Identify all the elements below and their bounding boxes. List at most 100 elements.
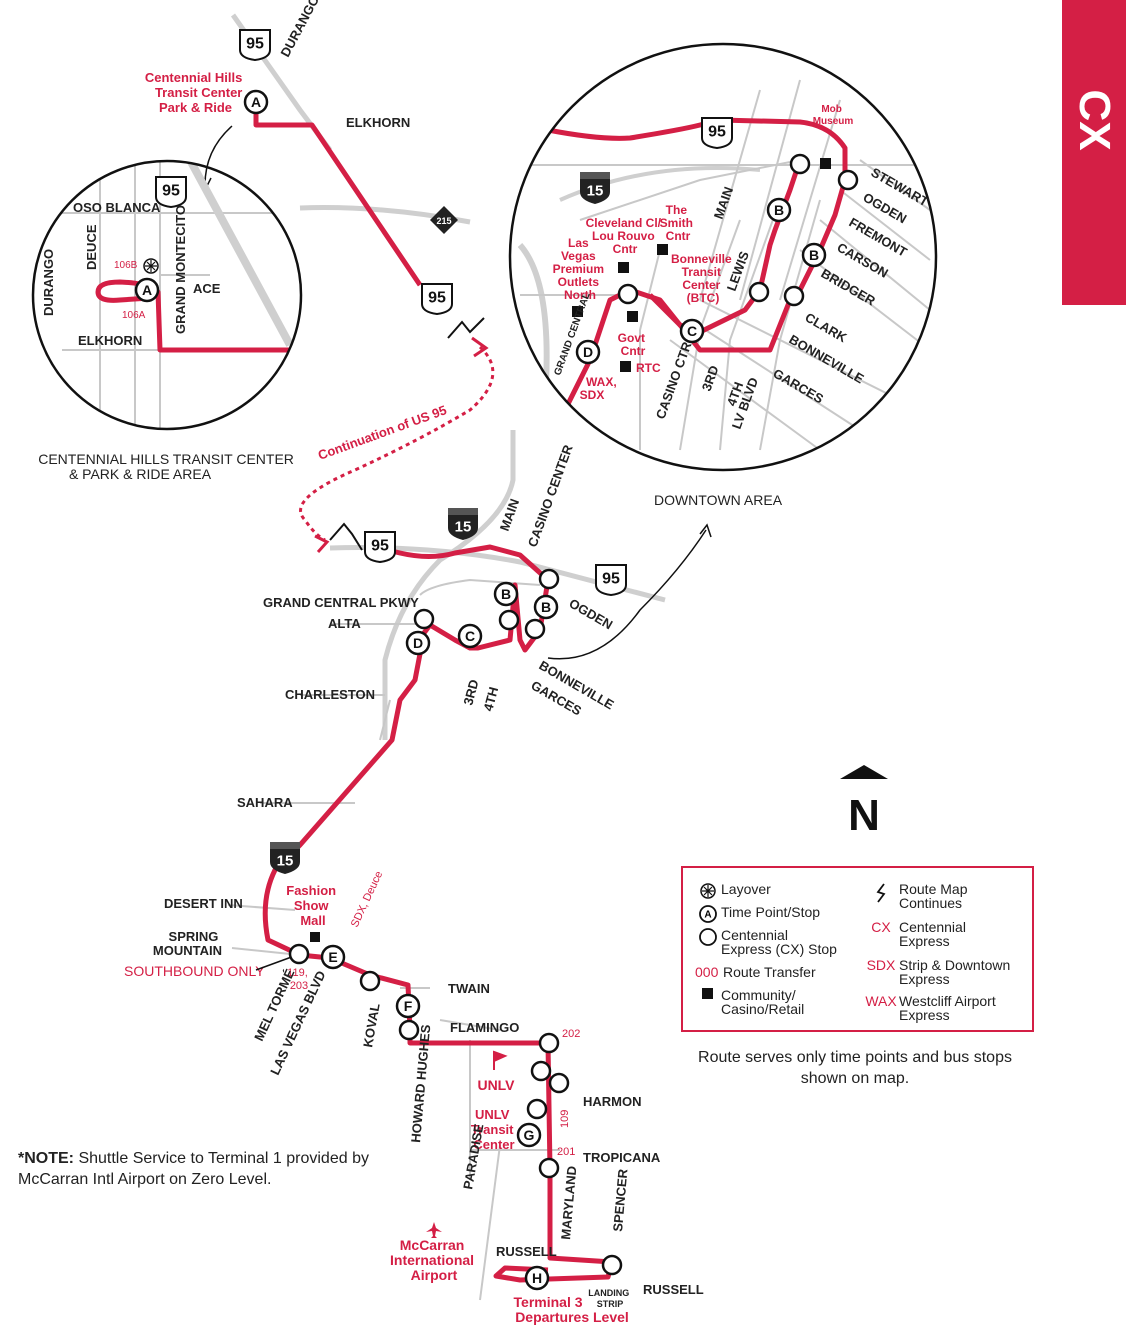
i15-shield-icon: 15 xyxy=(448,508,478,540)
community-marker-icon xyxy=(572,306,583,317)
street-label-elkhorn: ELKHORN xyxy=(78,333,142,348)
cx-stop xyxy=(601,1254,623,1276)
community-marker-icon xyxy=(657,244,668,255)
svg-text:C: C xyxy=(687,323,697,339)
legend-continues: Route Map Continues xyxy=(863,882,967,910)
route-code: CX xyxy=(1070,89,1119,151)
time-point-c: C xyxy=(679,318,705,344)
svg-text:D: D xyxy=(583,344,593,360)
time-point-b: B xyxy=(533,594,559,620)
i15-shield-icon: 15 xyxy=(580,172,610,204)
street-label-grand-central-pkwy: GRAND CENTRAL PKWY xyxy=(263,595,419,610)
cx-stop xyxy=(538,1157,560,1179)
svg-text:D: D xyxy=(413,635,423,651)
street-label-grand-montecito: GRAND MONTECITO xyxy=(173,205,188,334)
cx-stop xyxy=(538,1032,560,1054)
legend-route-transfer: 000 Route Transfer xyxy=(695,964,816,980)
time-point-b: B xyxy=(493,581,519,607)
svg-text:95: 95 xyxy=(371,538,389,555)
svg-text:A: A xyxy=(142,282,152,298)
north-arrow-icon: N xyxy=(840,765,888,840)
cx-stop xyxy=(538,568,560,590)
cx-stop xyxy=(498,609,520,631)
street-label-sahara: SAHARA xyxy=(237,795,293,810)
svg-text:B: B xyxy=(809,247,819,263)
legend: Layover A Time Point/Stop Centennial Exp… xyxy=(681,866,1034,1032)
shuttle-note: *NOTE: Shuttle Service to Terminal 1 pro… xyxy=(18,1148,418,1190)
airport-icon xyxy=(426,1222,442,1238)
svg-text:H: H xyxy=(532,1270,542,1286)
transfer-119-203: 119, 203 xyxy=(287,967,311,992)
time-point-c: C xyxy=(457,623,483,649)
shuttle-note-label: *NOTE: xyxy=(18,1150,74,1167)
place-wax-sdx: WAX, SDX xyxy=(580,375,620,402)
cx-stop xyxy=(837,169,859,191)
street-label-durango: DURANGO xyxy=(41,249,56,316)
street-label-tropicana: TROPICANA xyxy=(583,1150,661,1165)
cx-stop xyxy=(288,943,310,965)
time-point-e: E xyxy=(320,944,346,970)
street-label-spencer: SPENCER xyxy=(610,1168,630,1233)
southbound-only-label: SOUTHBOUND ONLY xyxy=(124,963,265,979)
street-label-twain: TWAIN xyxy=(448,981,490,996)
street-label-harmon: HARMON xyxy=(583,1094,642,1109)
cx-stop xyxy=(359,970,381,992)
svg-text:A: A xyxy=(251,94,261,110)
cx-stop xyxy=(789,153,811,175)
street-label-ace: ACE xyxy=(193,281,221,296)
time-point-b: B xyxy=(766,197,792,223)
time-point-a: A xyxy=(134,277,160,303)
legend-community: Community/ Casino/Retail xyxy=(695,988,804,1016)
place-fashion-show-mall: Fashion Show Mall xyxy=(286,883,339,928)
legend-sdx: SDX Strip & Downtown Express xyxy=(866,957,1011,987)
layover-icon xyxy=(143,258,159,274)
route-tab: CX xyxy=(1062,0,1126,305)
serves-note: Route serves only time points and bus st… xyxy=(698,1049,1012,1087)
svg-text:B: B xyxy=(774,202,784,218)
pointer-arrow-icon xyxy=(699,523,712,538)
svg-text:A: A xyxy=(704,910,711,921)
street-label-deuce: DEUCE xyxy=(84,224,99,270)
layover-icon xyxy=(695,882,721,902)
route-break-icon xyxy=(329,522,363,551)
route-break-icon xyxy=(863,882,899,906)
legend-time-point: A Time Point/Stop xyxy=(695,905,820,925)
cx-stop xyxy=(398,1019,420,1041)
centennial-inset: 95 OSO BLANCA DEUCE 106B A 106A GRAND MO… xyxy=(31,159,303,431)
cx-stop xyxy=(530,1060,552,1082)
street-label-elkhorn: ELKHORN xyxy=(346,115,410,130)
place-mob-museum: Mob Museum xyxy=(813,104,854,127)
street-label-ogden: OGDEN xyxy=(567,596,616,633)
street-label-desert-inn: DESERT INN xyxy=(164,896,243,911)
street-label-main: MAIN xyxy=(711,185,736,221)
centennial-inset-caption: CENTENNIAL HILLS TRANSIT CENTER & PARK &… xyxy=(38,451,298,482)
transfer-106b: 106B xyxy=(114,260,138,271)
cx-stop xyxy=(526,1098,548,1120)
street-label-3rd: 3RD xyxy=(699,363,722,393)
continuation-arrow-down xyxy=(314,534,330,554)
shuttle-note-text: Shuttle Service to Terminal 1 provided b… xyxy=(18,1150,369,1188)
cx-stop xyxy=(548,1072,570,1094)
svg-text:G: G xyxy=(524,1127,535,1143)
time-point-d: D xyxy=(405,630,431,656)
svg-text:15: 15 xyxy=(455,519,472,536)
us95-shield-icon: 95 xyxy=(595,564,627,597)
route-line-downtown xyxy=(262,544,615,1283)
street-label-charleston: CHARLESTON xyxy=(285,687,375,702)
main-stops xyxy=(288,568,623,1276)
svg-text:95: 95 xyxy=(602,571,620,588)
pointer-arrow-icon xyxy=(547,529,707,660)
community-marker-icon xyxy=(620,361,631,372)
continuation-dotted-line xyxy=(299,345,495,542)
svg-text:F: F xyxy=(404,998,413,1014)
svg-text:C: C xyxy=(465,628,475,644)
street-label-russell: RUSSELL xyxy=(643,1282,704,1297)
street-label-4th: 4TH xyxy=(480,685,501,713)
legend-layover: Layover xyxy=(695,882,771,902)
svg-text:N: N xyxy=(848,791,880,840)
time-point-h: H xyxy=(524,1265,550,1291)
street-label-casino-ctr: CASINO CTR xyxy=(653,339,695,421)
street-label-koval: KOVAL xyxy=(360,1002,383,1049)
cx-stop xyxy=(748,281,770,303)
